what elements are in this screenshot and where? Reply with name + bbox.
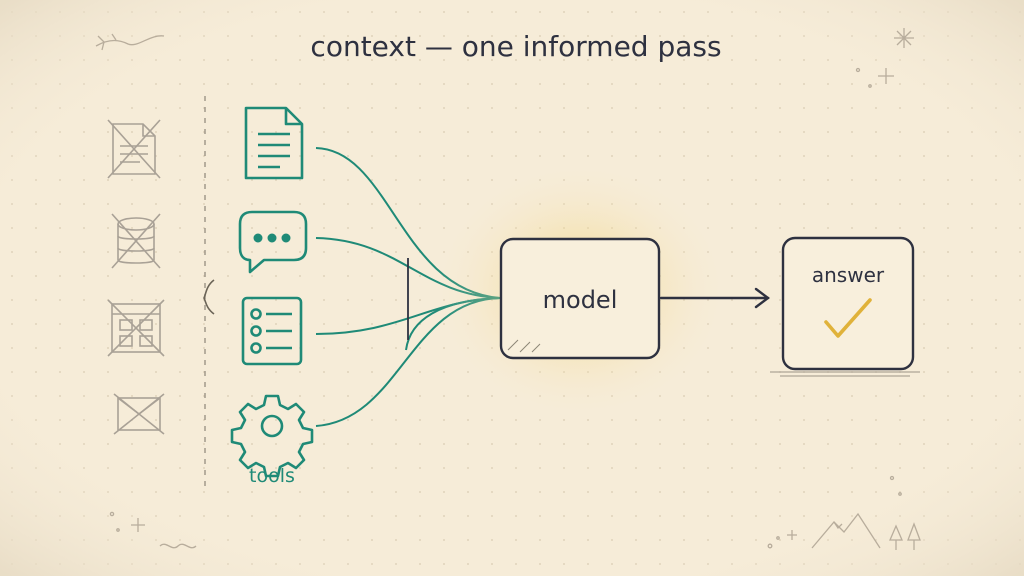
model-box: model [499,237,661,360]
mountain-tree-doodle-icon [767,475,921,550]
document-icon [244,106,304,180]
answer-label: answer [812,263,885,287]
chat-bubble-icon [238,210,308,274]
brace [203,279,215,315]
answer-box: answer [770,236,920,377]
diagram-title: context — one informed pass [310,30,721,63]
sparkle-icon [855,28,914,88]
checklist-icon [241,296,303,366]
crossed-window-grid-icon [107,299,165,357]
crossed-database-icon [111,213,161,269]
doodle-sprig-icon [95,33,165,51]
crossed-box-icon [113,393,165,435]
tools-label: tools [249,465,295,487]
arrow-right-icon [659,287,770,309]
checkmark-icon [824,298,872,338]
doodle-sparkle-icon [109,511,197,549]
model-label: model [543,286,618,314]
crossed-document-icon [107,119,161,179]
gear-icon [230,394,314,478]
